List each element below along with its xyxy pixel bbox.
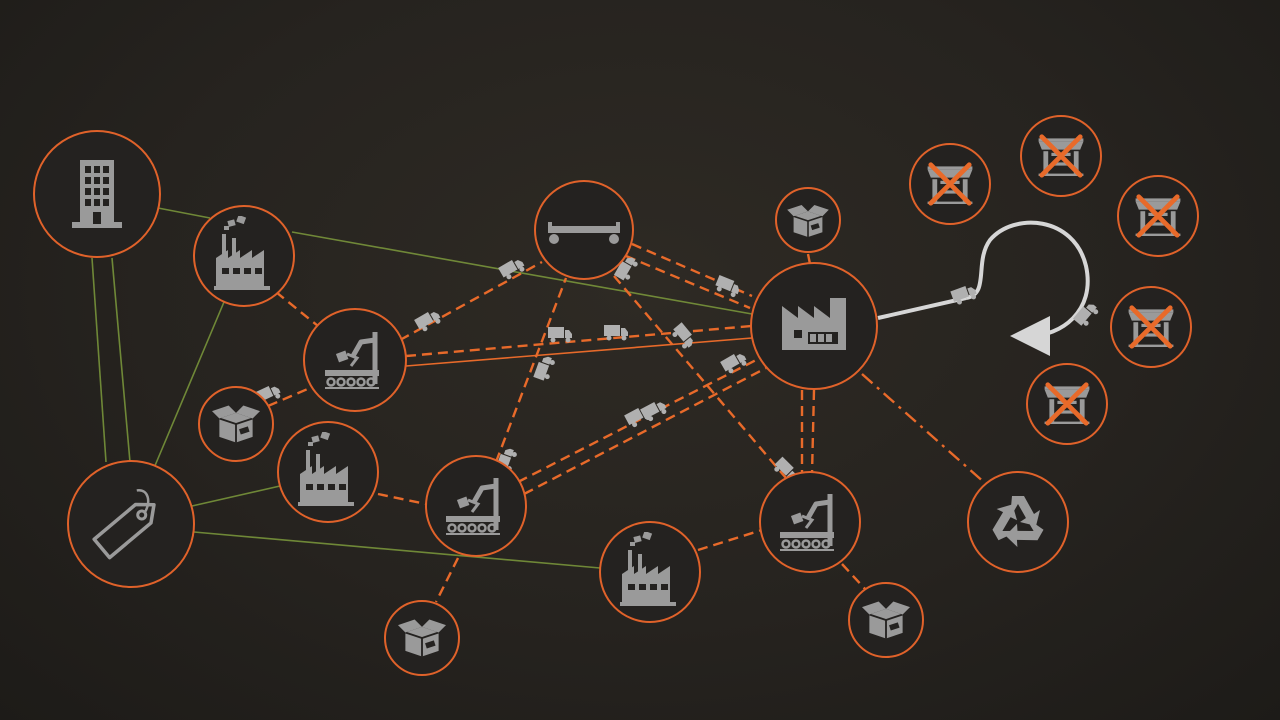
truck-icon	[548, 327, 572, 343]
truck-icon	[669, 322, 698, 351]
package-node-2[interactable]	[384, 600, 460, 676]
link-hq-sales-b	[111, 257, 131, 463]
assembly-node-2[interactable]	[425, 455, 527, 557]
link-factory1-dc	[291, 231, 753, 315]
link-hq-factory1	[157, 207, 211, 219]
truck-icon	[950, 283, 979, 307]
factory-node-1[interactable]	[193, 205, 295, 307]
link-dc-return-out	[877, 296, 967, 320]
recycling-node[interactable]	[967, 471, 1069, 573]
truck-icon	[1072, 300, 1101, 329]
factory-node-2[interactable]	[277, 421, 379, 523]
link-sales-factory3	[193, 531, 601, 569]
link-factory2-assembly2	[377, 492, 427, 506]
link-assembly2-dc-b	[523, 366, 767, 496]
link-factory1-assembly1	[275, 291, 319, 327]
link-assembly2-dc-a	[517, 356, 761, 484]
transport-node[interactable]	[534, 180, 634, 280]
headquarters-node[interactable]	[33, 130, 161, 258]
link-assembly2-package2	[434, 557, 460, 603]
link-factory1-sales	[153, 301, 225, 469]
assembly-node-3[interactable]	[759, 471, 861, 573]
link-assembly2-transport	[494, 277, 568, 463]
link-assembly1-dc-b	[405, 337, 753, 367]
link-hq-sales-a	[91, 257, 107, 463]
truck-icon	[533, 354, 557, 383]
retail-node-5[interactable]	[1026, 363, 1108, 445]
truck-icon	[640, 398, 669, 424]
link-layer	[91, 207, 1090, 603]
link-dc-assembly3-b	[810, 389, 816, 475]
link-factory3-assembly3	[697, 528, 763, 552]
link-package1-assembly1	[267, 386, 311, 408]
link-assembly1-dc-a	[405, 324, 753, 358]
link-assembly1-transport	[399, 260, 543, 342]
node-layer	[33, 115, 1199, 676]
retail-node-3[interactable]	[1117, 175, 1199, 257]
package-node-4[interactable]	[848, 582, 924, 658]
return-loop-arrow	[965, 220, 1090, 356]
retail-node-2[interactable]	[1020, 115, 1102, 197]
sales-node[interactable]	[67, 460, 195, 588]
assembly-node-1[interactable]	[303, 308, 407, 412]
package-node-3[interactable]	[775, 187, 841, 253]
link-transport-dc-b	[625, 254, 751, 310]
distribution-center-node[interactable]	[750, 262, 878, 390]
link-dc-recycling	[861, 373, 987, 485]
package-node-1[interactable]	[198, 386, 274, 462]
link-transport-dc-a	[631, 242, 753, 298]
retail-node-4[interactable]	[1110, 286, 1192, 368]
link-assembly3-package4	[841, 563, 867, 591]
link-sales-factory2	[191, 485, 281, 507]
retail-node-1[interactable]	[909, 143, 991, 225]
link-transport-assembly3	[613, 275, 787, 479]
factory-node-3[interactable]	[599, 521, 701, 623]
